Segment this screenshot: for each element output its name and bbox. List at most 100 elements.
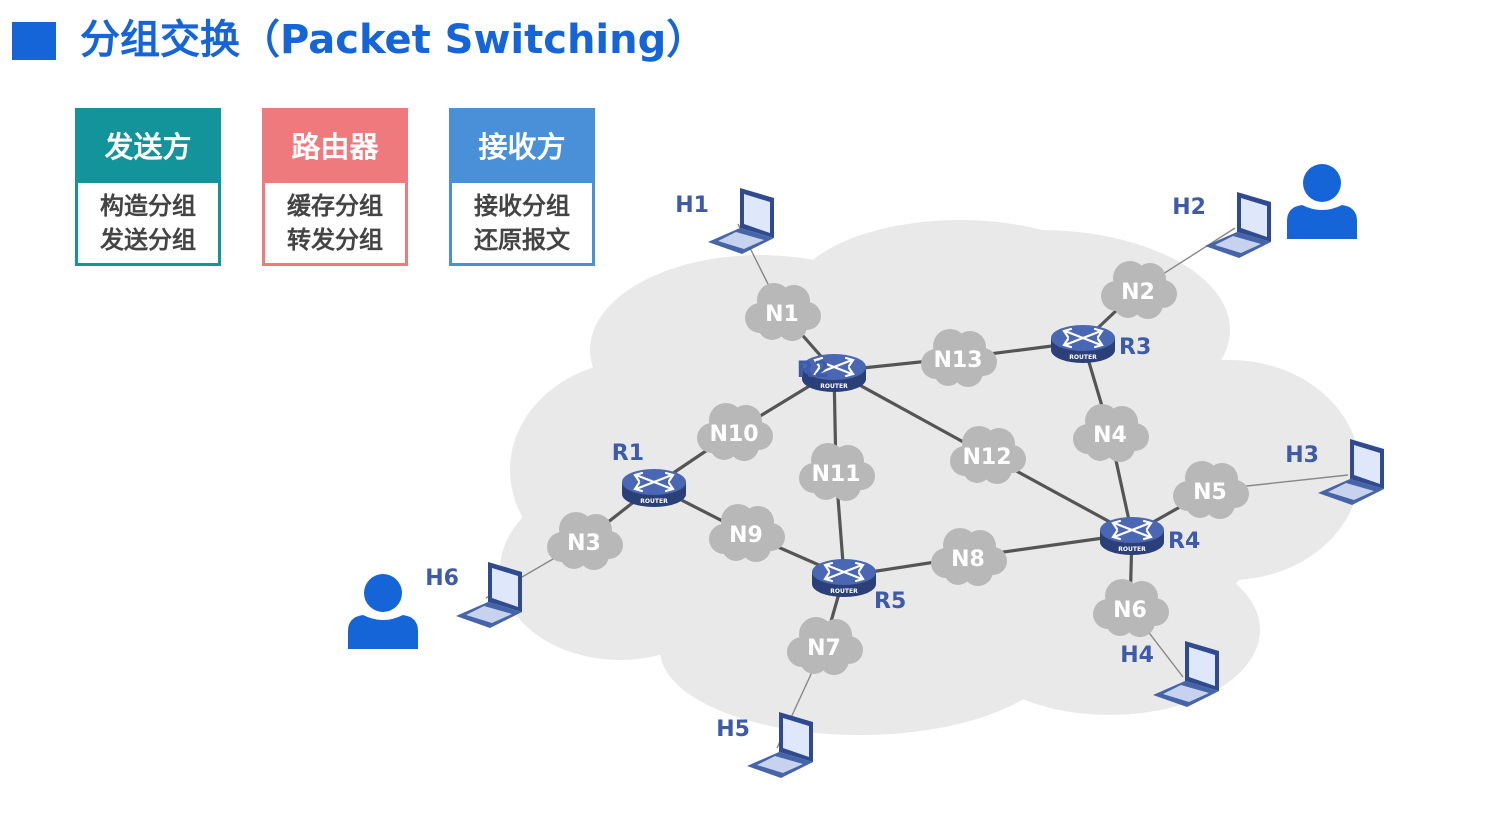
router-arrow-head	[1062, 337, 1073, 349]
cloud-puff	[938, 338, 978, 378]
network-label-n1: N1	[765, 302, 799, 327]
laptop-keys	[757, 756, 803, 773]
page-title: 分组交换（Packet Switching）	[80, 17, 707, 63]
network-cloud-n3: N3	[547, 512, 623, 570]
sender-card: 发送方 构造分组 发送分组	[75, 108, 221, 266]
laptop-keys	[1215, 236, 1261, 253]
router-arrow-head	[813, 356, 824, 368]
host-label-h3: H3	[1285, 443, 1319, 468]
cloud-puff	[816, 452, 856, 492]
router-arrows-icon	[813, 356, 855, 378]
router-card-line-1: 缓存分组	[287, 192, 383, 220]
router-card: 路由器 缓存分组 转发分组	[262, 108, 408, 266]
host-label-h6: H6	[425, 566, 459, 591]
network-label-n3: N3	[567, 531, 601, 556]
cloud-puff	[762, 292, 802, 332]
router-arrow-head	[854, 571, 865, 583]
sender-card-title: 发送方	[78, 111, 218, 183]
cloud-puff	[948, 537, 988, 577]
sender-card-line-2: 发送分组	[100, 226, 196, 254]
router-arrow-head	[854, 561, 865, 573]
network-label-n6: N6	[1113, 598, 1147, 623]
receiver-card-line-1: 接收分组	[474, 192, 570, 220]
laptop-screen	[744, 194, 770, 233]
router-arrow-head	[1142, 529, 1153, 541]
network-cloud-n5: N5	[1173, 461, 1249, 519]
router-label-r5: R5	[874, 589, 906, 614]
user-body	[348, 615, 418, 649]
network-cloud-n7: N7	[787, 617, 863, 675]
router-arrow-head	[813, 366, 824, 378]
router-card-title: 路由器	[265, 111, 405, 183]
router-label-r4: R4	[1168, 529, 1200, 554]
user-body	[1287, 205, 1357, 239]
sender-card-body: 构造分组 发送分组	[78, 183, 218, 263]
cloud-puff	[1090, 413, 1130, 453]
laptop-screen	[1241, 198, 1267, 237]
router-label-r2: R2	[797, 358, 829, 383]
user-head	[364, 574, 402, 612]
network-label-n9: N9	[729, 523, 763, 548]
cloud-puff	[1190, 470, 1230, 510]
network-label-n8: N8	[951, 547, 985, 572]
user-head	[1303, 164, 1341, 202]
network-label-n7: N7	[807, 636, 841, 661]
network-cloud-n1: N1	[745, 283, 821, 341]
host-label-h2: H2	[1172, 195, 1206, 220]
router-arrow-head	[1111, 529, 1122, 541]
router-arrows-icon	[1111, 519, 1153, 541]
network-cloud-n6: N6	[1093, 579, 1169, 637]
network-cloud-n2: N2	[1101, 261, 1177, 319]
network-cloud-n4: N4	[1073, 404, 1149, 462]
network-label-n12: N12	[962, 445, 1011, 470]
router-arrows-icon	[1062, 327, 1104, 349]
network-label-n10: N10	[709, 422, 758, 447]
router-caption: ROUTER	[1069, 354, 1097, 361]
sender-card-line-1: 构造分组	[100, 192, 196, 220]
cloud-puff	[714, 412, 754, 452]
laptop-screen	[783, 718, 809, 757]
receiver-user-icon	[1287, 164, 1357, 239]
network-cloud-n13: N13	[921, 329, 997, 387]
network-label-n5: N5	[1193, 480, 1227, 505]
cloud-puff	[1110, 588, 1150, 628]
laptop-keys	[1163, 685, 1209, 702]
network-cloud-n11: N11	[799, 443, 875, 501]
cloud-puff	[564, 521, 604, 561]
cloud-puff	[1118, 270, 1158, 310]
router-arrow-head	[1062, 327, 1073, 339]
laptop-keys	[718, 232, 764, 249]
router-arrow	[1063, 329, 1103, 347]
receiver-card-line-2: 还原报文	[474, 226, 570, 254]
laptop-h3: H3	[1285, 439, 1384, 505]
host-label-h5: H5	[716, 717, 750, 742]
router-card-body: 缓存分组 转发分组	[265, 183, 405, 263]
router-arrow-head	[1093, 327, 1104, 339]
laptop-h5: H5	[716, 712, 813, 778]
laptop-h6: H6	[425, 562, 522, 628]
router-caption: ROUTER	[820, 383, 848, 390]
network-label-n13: N13	[933, 348, 982, 373]
router-arrow-head	[1093, 337, 1104, 349]
network-label-n11: N11	[811, 462, 860, 487]
router-arrow	[814, 358, 854, 376]
network-label-n2: N2	[1121, 280, 1155, 305]
cloud-puff	[967, 435, 1007, 475]
router-arrow-head	[823, 561, 834, 573]
receiver-card: 接收方 接收分组 还原报文	[449, 108, 595, 266]
sender-user-icon	[348, 574, 418, 649]
laptop-h1: H1	[675, 188, 774, 254]
cloud-puff	[804, 626, 844, 666]
laptop-screen	[1354, 445, 1380, 484]
router-arrow-head	[1142, 519, 1153, 531]
title-square-icon	[12, 22, 56, 60]
router-card-line-2: 转发分组	[287, 226, 383, 254]
receiver-card-body: 接收分组 还原报文	[452, 183, 592, 263]
router-arrow-head	[823, 571, 834, 583]
cloud-puff	[726, 513, 766, 553]
host-label-h4: H4	[1120, 643, 1154, 668]
